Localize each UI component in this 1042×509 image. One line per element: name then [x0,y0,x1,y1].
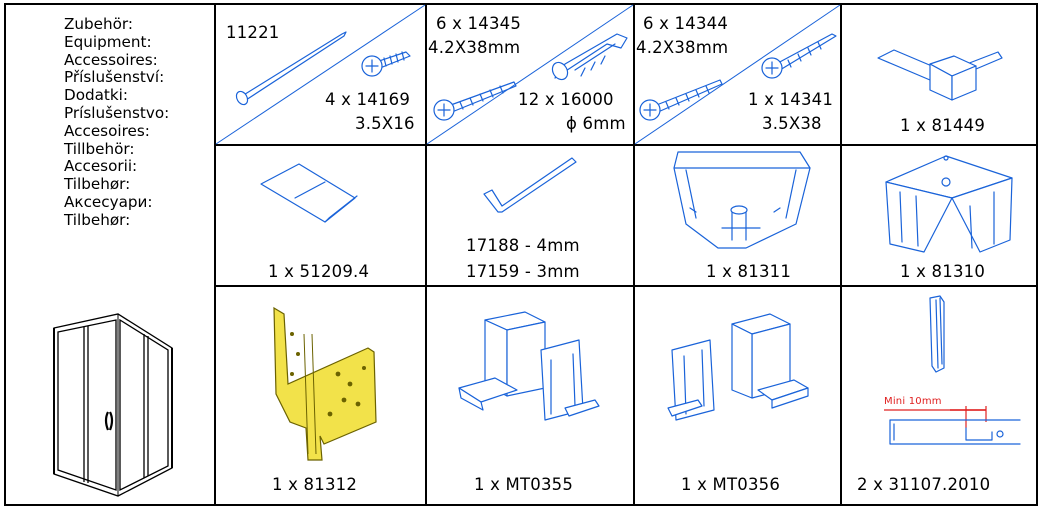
part-size: 4.2X38mm [428,38,521,57]
grid-line [214,144,1038,146]
screw-icon [761,33,837,79]
language-label: Príslušenstvo: [64,103,170,122]
grid-line [425,3,427,506]
part-label: 1 x 81449 [900,116,986,135]
profile-cap-icon [673,151,811,249]
grid-line [214,285,1038,287]
grid-line [214,3,216,506]
part-size: 3.5X16 [355,114,415,133]
part-size: 4.2X38mm [636,38,729,57]
nail-icon [235,31,347,106]
mounting-plate-icon [273,306,377,461]
screw-icon [433,81,517,121]
screw-icon [361,51,411,77]
allen-key-icon [483,157,577,213]
part-quantity: 6 x 14345 [436,14,522,33]
grid-line [633,3,635,506]
part-label: 1 x 81310 [900,262,986,281]
language-label: Equipment: [64,32,152,51]
part-quantity: 4 x 14169 [325,90,411,109]
part-quantity: 6 x 14344 [643,14,729,33]
language-label: Accesorii: [64,157,138,176]
part-label: 1 x MT0356 [681,475,781,494]
language-label: Tilbehør: [64,210,131,229]
part-label: 1 x 51209.4 [268,262,370,281]
language-label: Аксесуари: [64,192,153,211]
part-label: 2 x 31107.2010 [857,475,991,494]
part-quantity: 1 x 14341 [748,90,834,109]
accessories-table [4,3,1038,506]
shower-enclosure-illustration [53,313,173,497]
wall-plug-icon [551,33,628,81]
measurement-label: Mini 10mm [884,396,942,407]
language-label: Accesoires: [64,121,150,140]
language-label: Tillbehör: [64,139,135,158]
language-label: Dodatki: [64,86,129,105]
part-number: 11221 [226,23,280,42]
part-size: ϕ 6mm [566,114,626,133]
clip-holder-icon [667,313,809,421]
language-label: Tilbehør: [64,175,131,194]
part-label: 17159 - 3mm [466,262,580,281]
corner-bracket-icon [885,155,1013,253]
corner-connector-icon [877,49,1003,101]
part-size: 3.5X38 [762,114,822,133]
language-label: Příslušenství: [64,68,165,87]
part-quantity: 12 x 16000 [518,90,614,109]
part-label: 17188 - 4mm [466,236,580,255]
part-label: 1 x 81311 [706,262,792,281]
clip-holder-icon [458,311,600,421]
language-label: Accessoires: [64,50,158,69]
part-label: 1 x 81312 [272,475,358,494]
profile-strip-icon [929,295,945,373]
language-list: Zubehör: Equipment: Accessoires: Přísluš… [64,15,170,230]
grid-line [840,3,842,506]
part-label: 1 x MT0355 [474,475,574,494]
adhesive-pad-icon [260,163,358,223]
measurement-diagram [884,406,1021,445]
screw-icon [639,79,723,121]
language-label: Zubehör: [64,15,134,33]
